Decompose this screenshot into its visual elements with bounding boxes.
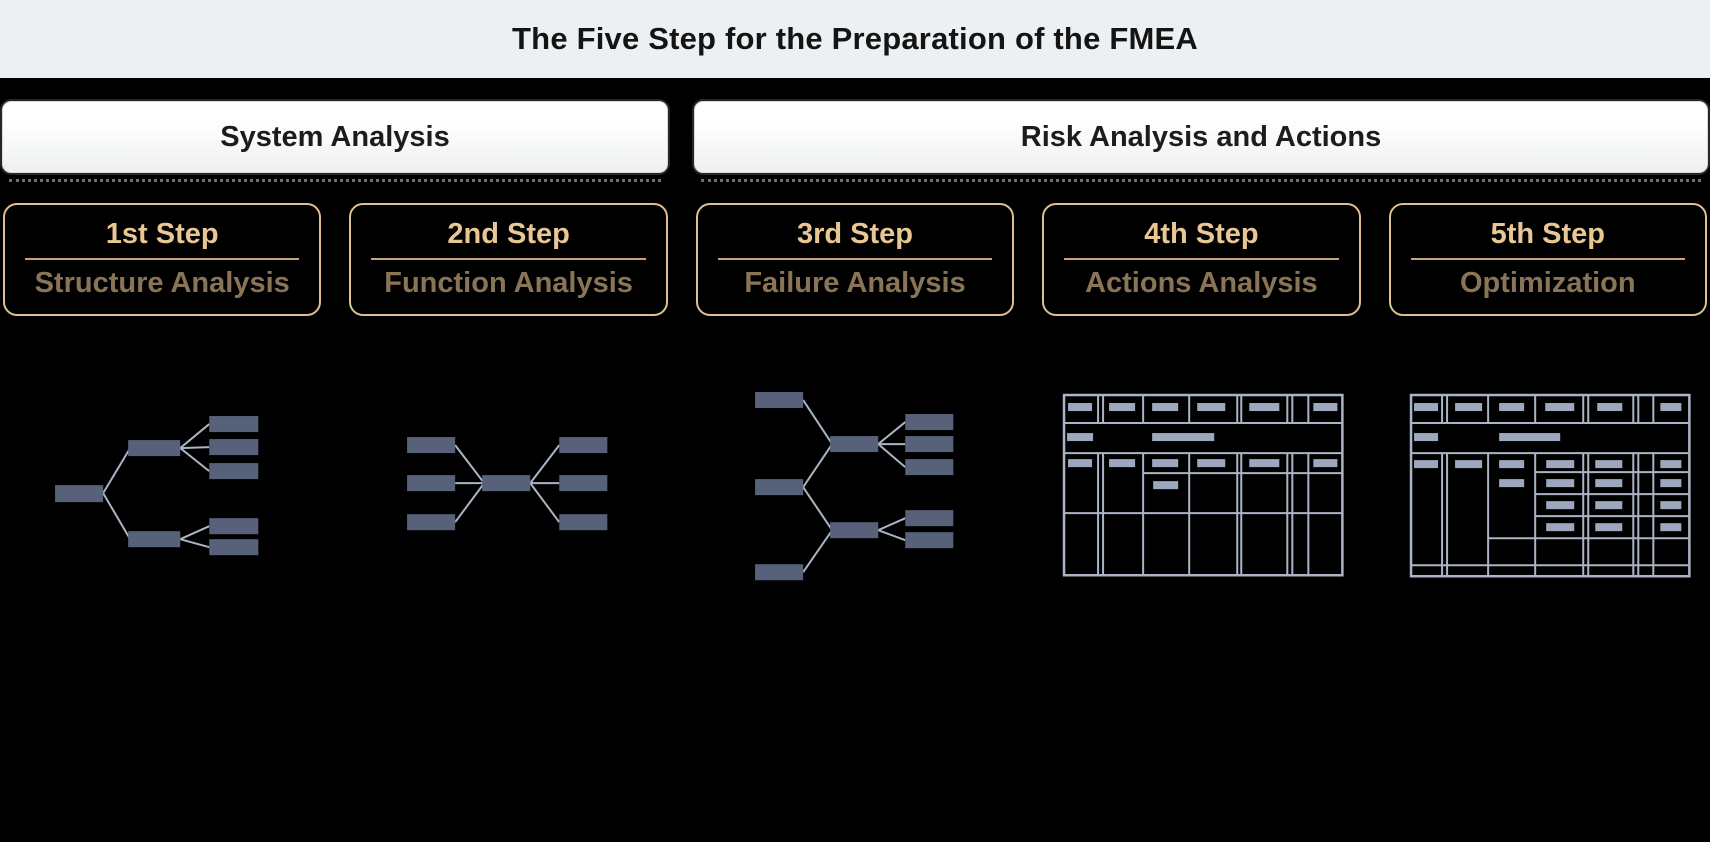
step-divider xyxy=(1410,258,1685,260)
step-number: 3rd Step xyxy=(796,218,913,251)
table-grid-lines xyxy=(1064,395,1343,576)
tree-connectors xyxy=(102,423,210,549)
page-title: The Five Step for the Preparation of the… xyxy=(512,21,1198,56)
tree-nodes xyxy=(55,416,259,556)
step-card-5: 5th Step Optimization xyxy=(1388,203,1707,316)
step-number: 5th Step xyxy=(1490,218,1605,251)
step-name: Function Analysis xyxy=(384,267,633,299)
table-text-bars xyxy=(1067,403,1338,490)
table-outline xyxy=(1062,393,1344,577)
step-card-3: 3rd Step Failure Analysis xyxy=(695,203,1015,316)
step-name: Failure Analysis xyxy=(744,267,966,299)
slide: The Five Step for the Preparation of the… xyxy=(0,0,1710,589)
section-header-row: System Analysis Risk Analysis and Action… xyxy=(0,101,1710,182)
function-network-diagram xyxy=(407,437,608,531)
step-divider xyxy=(717,258,993,260)
failure-tree-diagram xyxy=(754,392,954,581)
step-number: 1st Step xyxy=(105,218,219,251)
step-card-2: 2nd Step Function Analysis xyxy=(349,203,668,316)
section-header-label: Risk Analysis and Actions xyxy=(1020,120,1382,153)
fmea-form-diagram-empty xyxy=(1062,393,1344,577)
step-divider xyxy=(1064,258,1339,260)
title-bar: The Five Step for the Preparation of the… xyxy=(0,0,1710,78)
step-name: Structure Analysis xyxy=(34,267,290,299)
network-connectors xyxy=(454,444,561,523)
step-divider xyxy=(371,258,646,260)
table-outline xyxy=(1409,393,1691,578)
structure-tree-diagram xyxy=(55,416,259,556)
step-divider xyxy=(25,258,300,260)
tree-nodes xyxy=(754,392,954,581)
step-card-1: 1st Step Structure Analysis xyxy=(3,203,322,316)
table-grid-lines xyxy=(1410,395,1689,577)
tree-connectors xyxy=(802,399,906,573)
fmea-form-diagram-filled xyxy=(1409,393,1691,578)
section-header-risk-analysis: Risk Analysis and Actions xyxy=(694,101,1708,182)
section-header-label: System Analysis xyxy=(220,120,450,153)
network-nodes xyxy=(407,437,608,531)
diagrams-row xyxy=(0,379,1710,589)
step-number: 2nd Step xyxy=(447,218,570,251)
steps-row: 1st Step Structure Analysis 2nd Step Fun… xyxy=(0,203,1710,316)
section-header-system-analysis: System Analysis xyxy=(2,101,668,182)
step-number: 4th Step xyxy=(1144,218,1259,251)
step-name: Actions Analysis xyxy=(1085,267,1318,299)
step-name: Optimization xyxy=(1459,267,1636,299)
table-text-bars xyxy=(1413,403,1681,532)
step-card-4: 4th Step Actions Analysis xyxy=(1042,203,1361,316)
